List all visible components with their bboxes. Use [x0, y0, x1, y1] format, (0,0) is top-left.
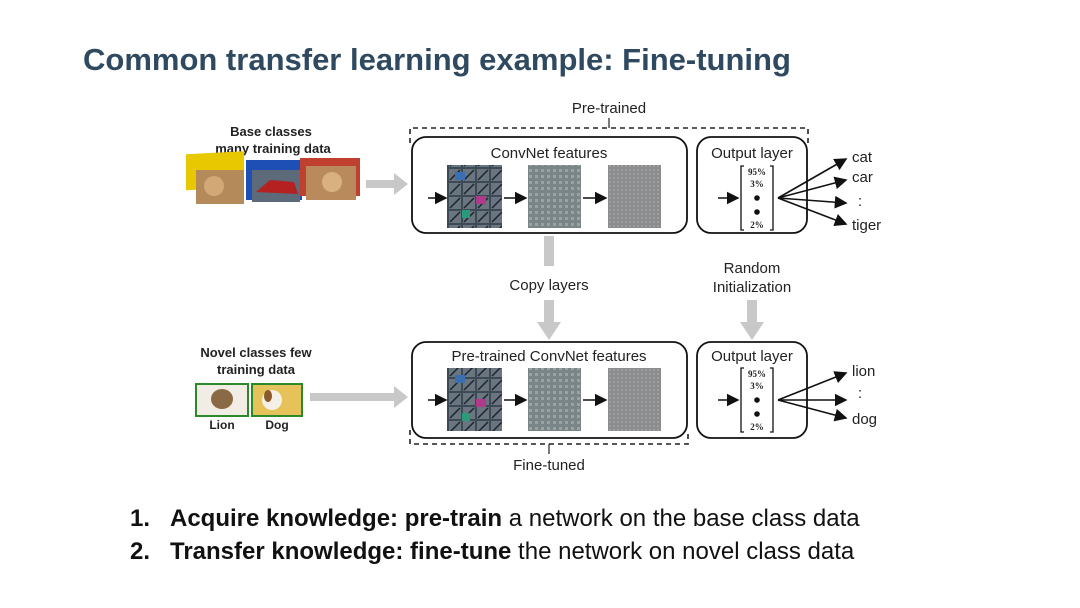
step-1-number: 1.: [130, 505, 151, 532]
random-init-arrow: [740, 300, 764, 340]
class-car: car: [852, 169, 873, 186]
random-init-line1: Random: [724, 260, 781, 277]
bottom-class-arrows: [777, 371, 848, 422]
base-class-images: [186, 151, 360, 204]
class-tiger: tiger: [852, 217, 881, 234]
copy-layers-upper-arrow: [544, 236, 554, 266]
step-2-bold: Transfer knowledge: fine-tune: [170, 538, 512, 565]
step-2-text: the network on novel class data: [511, 538, 855, 565]
step-2: 2. Transfer knowledge: fine-tune the netw…: [130, 535, 860, 568]
step-1-text: a network on the base class data: [502, 505, 860, 532]
bottom-output-value-3: 2%: [750, 422, 764, 432]
step-1-bold: Acquire knowledge: pre-train: [170, 505, 503, 532]
bottom-output-value-2: 3%: [750, 381, 764, 391]
bottom-convnet-label: Pre-trained ConvNet features: [451, 348, 646, 365]
copy-layers-lower-arrow: [537, 300, 561, 340]
top-output-label: Output layer: [711, 145, 793, 162]
class-ellipsis-top: :: [858, 193, 862, 210]
novel-image-label-lion: Lion: [209, 418, 234, 432]
base-arrow: [366, 173, 408, 195]
class-lion: lion: [852, 363, 875, 380]
step-1: 1. Acquire knowledge: pre-train a network…: [130, 502, 860, 535]
random-init-line2: Initialization: [713, 279, 791, 296]
bottom-output-label: Output layer: [711, 348, 793, 365]
top-class-arrows: [777, 158, 848, 226]
class-cat: cat: [852, 149, 873, 166]
class-ellipsis-bottom: :: [858, 385, 862, 402]
finetuned-label: Fine-tuned: [513, 457, 585, 474]
base-classes-line2: many training data: [215, 141, 331, 156]
step-2-number: 2.: [130, 538, 151, 565]
base-classes-line1: Base classes: [230, 124, 312, 139]
novel-arrow: [310, 386, 408, 408]
top-output-value-3: 2%: [750, 220, 764, 230]
top-convnet-label: ConvNet features: [491, 145, 608, 162]
bottom-feature-maps: [428, 368, 661, 431]
slide-title: Common transfer learning example: Fine-t…: [83, 42, 791, 77]
top-output-value-2: 3%: [750, 179, 764, 189]
novel-classes-line1: Novel classes few: [200, 345, 312, 360]
bottom-output-value-1: 95%: [748, 369, 766, 379]
copy-layers-label: Copy layers: [509, 277, 588, 294]
top-output-value-1: 95%: [748, 167, 766, 177]
novel-image-label-dog: Dog: [265, 418, 288, 432]
novel-class-images: [195, 383, 303, 417]
steps-list: 1. Acquire knowledge: pre-train a network…: [130, 502, 860, 568]
class-dog: dog: [852, 411, 877, 428]
pretrained-label: Pre-trained: [572, 100, 646, 117]
top-feature-maps: [428, 165, 661, 228]
top-output-box: [696, 136, 808, 234]
bottom-output-box: [696, 341, 808, 439]
novel-classes-line2: training data: [217, 362, 296, 377]
top-output-vector: 95% 3% 2%: [718, 165, 774, 231]
bottom-output-vector: 95% 3% 2%: [718, 367, 774, 433]
